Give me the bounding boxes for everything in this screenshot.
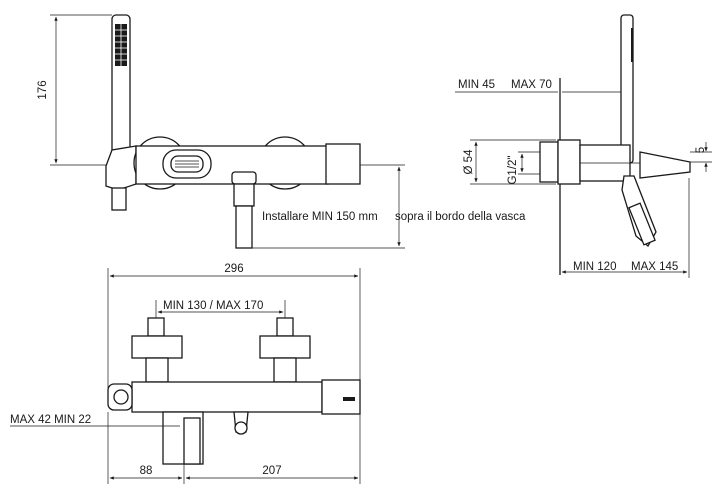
spout-top — [231, 171, 257, 185]
shower-nozzle-side — [631, 28, 633, 62]
max-depth-label: MAX 70 — [511, 79, 552, 91]
side-view: MIN 45 MAX 70 Ø 54 G1/2" 5 — [455, 14, 712, 278]
top-view: 296 MIN 130 / MAX 170 MAX 42 MIN 22 — [10, 263, 361, 484]
right-eccentric-top — [276, 317, 294, 337]
install-note-line1: Installare MIN 150 mm — [262, 211, 378, 223]
wall-label: MAX 42 MIN 22 — [10, 414, 91, 426]
right-label: 207 — [262, 465, 281, 477]
spout-neck — [233, 183, 255, 207]
install-note-line2: sopra il bordo della vasca — [395, 211, 526, 223]
diameter-label: Ø 54 — [463, 149, 475, 175]
centers-label: MIN 130 / MAX 170 — [163, 300, 263, 312]
width-label: 296 — [224, 263, 243, 275]
right-arm-top — [273, 357, 297, 383]
left-label: 88 — [140, 465, 153, 477]
spout-outlet-top-view — [183, 417, 201, 465]
lever-knob-top — [234, 421, 248, 435]
eccentric-fitting — [539, 141, 559, 183]
thermostat-knob — [325, 143, 361, 185]
hose-outlet-top — [113, 389, 129, 405]
front-view: 176 Installare MIN 150 mm sopra — [37, 14, 526, 249]
lever-side — [639, 151, 691, 179]
thermostat-mark — [343, 397, 355, 401]
body-top — [131, 381, 323, 413]
height-label: 176 — [37, 80, 49, 99]
min-depth-label: MIN 45 — [458, 79, 495, 91]
wall-flange-side — [557, 139, 581, 185]
hose-connector — [111, 187, 127, 211]
left-flange-top — [131, 335, 183, 359]
max-projection-label: MAX 145 — [631, 261, 678, 273]
spout-outlet — [235, 205, 253, 249]
left-eccentric-top — [147, 317, 165, 337]
spout-outlet-side — [628, 202, 656, 246]
offset-label: 5 — [695, 147, 707, 153]
min-projection-label: MIN 120 — [573, 261, 616, 273]
shower-holder — [105, 145, 137, 191]
right-flange-top — [259, 335, 311, 359]
thread-label: G1/2" — [507, 155, 519, 184]
left-arm-top — [145, 357, 169, 383]
